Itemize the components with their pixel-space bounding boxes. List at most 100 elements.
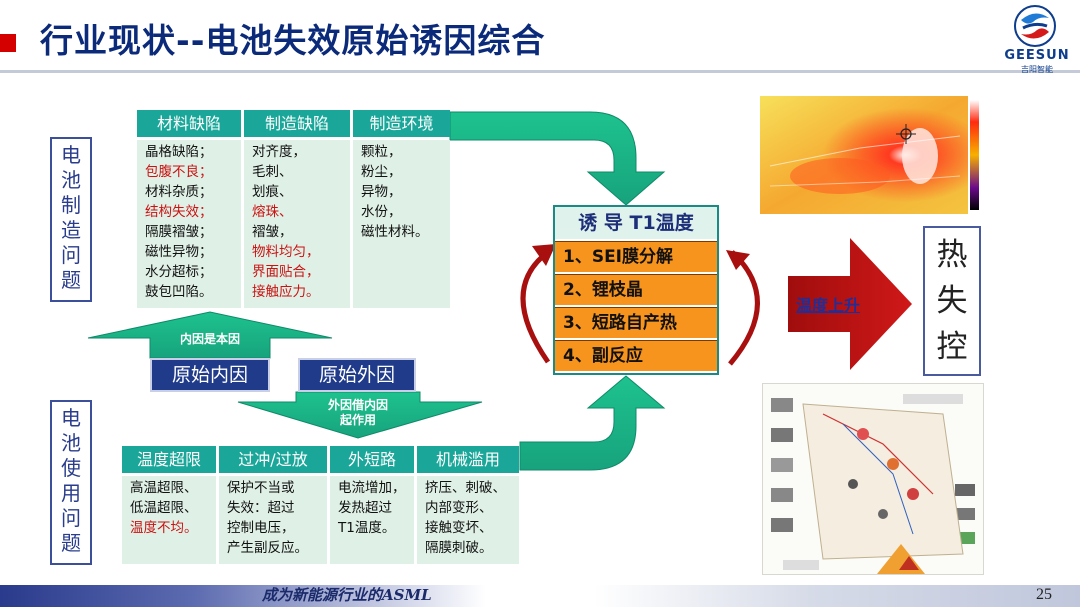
label-manufacturing-issues: 电 池 制 造 问 题 [50,137,92,302]
list-item: 水分超标； [145,264,213,280]
column-material-defects: 晶格缺陷； 包腹不良； 材料杂质； 结构失效； 隔膜褶皱； 磁性异物； 水分超标… [137,140,241,308]
header-manufacturing-environment: 制造环境 [353,110,450,137]
page-number: 25 [1036,586,1052,603]
list-item: 结构失效； [145,204,213,220]
list-item: 接触应力。 [252,284,320,300]
list-item: 温度不均。 [130,520,198,536]
feedback-arrow-left [520,250,551,364]
footer-slogan: 成为新能源行业的ASML [262,586,432,604]
list-item: 磁性材料。 [361,224,429,240]
internal-cause-label: 原始内因 [150,358,270,392]
label-char: 问 [61,506,81,530]
list-item: 低温超限、 [130,500,198,516]
list-item: 发热超过 [338,500,392,516]
feedback-arrowhead-right [726,250,750,270]
label-char: 池 [61,168,81,192]
list-item: 异物， [361,184,402,200]
research-figure-graphic [771,394,975,574]
induce-title: 诱 导 T1温度 [555,207,717,239]
list-item: 隔膜刺破。 [425,540,493,556]
header-overcharge-overdischarge: 过冲/过放 [219,446,327,473]
column-mechanical-abuse: 挤压、刺破、 内部变形、 接触变坏、 隔膜刺破。 [417,476,519,564]
arrow-manufacturing-to-induce [449,111,666,206]
external-cause-line1: 外因借内因 [327,398,388,412]
list-item: 物料均匀， [252,244,320,260]
title-accent-bar [0,34,16,52]
header-material-defects: 材料缺陷 [137,110,241,137]
list-item: 电流增加， [338,480,406,496]
result-char: 热 [936,237,968,273]
title-divider [0,70,1080,73]
column-temperature-limit: 高温超限、 低温超限、 温度不均。 [122,476,216,564]
label-char: 制 [61,193,81,217]
list-item: 产生副反应。 [227,540,308,556]
list-item: 挤压、刺破、 [425,480,506,496]
list-item: 晶格缺陷； [145,144,213,160]
column-overcharge-overdischarge: 保护不当或 失效：超过 控制电压， 产生副反应。 [219,476,327,564]
label-char: 电 [61,406,81,430]
list-item: 界面贴合， [252,264,320,280]
list-item: 包腹不良； [145,164,213,180]
list-item: 保护不当或 [227,480,295,496]
page-title: 行业现状--电池失效原始诱因综合 [40,21,546,60]
thermal-image [760,96,979,214]
result-char: 控 [936,329,968,365]
list-item: 接触变坏、 [425,520,493,536]
list-item: 内部变形、 [425,500,493,516]
label-char: 造 [61,218,81,242]
list-item: 控制电压， [227,520,295,536]
label-char: 池 [61,431,81,455]
list-item: 褶皱， [252,224,293,240]
column-external-short: 电流增加， 发热超过 T1温度。 [330,476,414,564]
list-item: 划痕、 [252,184,293,200]
logo-brand: GEESUN [1004,48,1070,63]
label-char: 电 [61,143,81,167]
step-short-self-heating: 3、短路自产热 [555,307,717,338]
research-figure [762,383,984,575]
header-manufacturing-defects: 制造缺陷 [244,110,350,137]
step-lithium-dendrite: 2、锂枝晶 [555,274,717,305]
thermal-runaway-box: 热 失 控 [923,226,981,376]
external-cause-text: 外因借内因 起作用 [296,398,420,428]
header-temperature-limit: 温度超限 [122,446,216,473]
feedback-arrowhead-left [532,244,556,266]
temperature-rise-text: 温度上升 [796,296,861,315]
list-item: 鼓包凹陷。 [145,284,213,300]
logo-subtitle: 吉阳智能 [1021,65,1053,74]
footer-bar [0,585,1080,607]
label-char: 用 [61,481,81,505]
column-manufacturing-defects: 对齐度， 毛刺、 划痕、 熔珠、 褶皱， 物料均匀， 界面贴合， 接触应力。 [244,140,350,308]
arrow-external-cause [237,391,483,439]
arrow-usage-to-induce [519,375,666,471]
induce-t1-box: 诱 导 T1温度 1、SEI膜分解 2、锂枝晶 3、短路自产热 4、副反应 [553,205,719,375]
external-cause-label: 原始外因 [298,358,416,392]
list-item: 毛刺、 [252,164,293,180]
label-char: 问 [61,243,81,267]
column-manufacturing-environment: 颗粒， 粉尘， 异物， 水份， 磁性材料。 [353,140,450,308]
list-item: 熔珠、 [252,204,293,220]
list-item: 水份， [361,204,402,220]
step-side-reaction: 4、副反应 [555,340,717,371]
list-item: 粉尘， [361,164,402,180]
logo-swirl-icon [1014,5,1056,47]
list-item: 磁性异物； [145,244,213,260]
list-item: 对齐度， [252,144,306,160]
step-sei-decomposition: 1、SEI膜分解 [555,241,717,272]
internal-cause-text: 内因是本因 [179,332,240,346]
list-item: 颗粒， [361,144,402,160]
label-usage-issues: 电 池 使 用 问 题 [50,400,92,565]
arrow-temperature-rise [788,238,912,370]
list-item: 失效：超过 [227,500,295,516]
list-item: 高温超限、 [130,480,198,496]
arrow-internal-cause [87,311,333,359]
header-mechanical-abuse: 机械滥用 [417,446,519,473]
list-item: T1温度。 [338,520,396,536]
result-char: 失 [936,283,968,319]
label-char: 题 [61,531,81,555]
list-item: 材料杂质； [145,184,213,200]
label-char: 使 [61,456,81,480]
list-item: 隔膜褶皱； [145,224,213,240]
feedback-arrow-right [728,250,760,366]
external-cause-line2: 起作用 [339,413,376,427]
